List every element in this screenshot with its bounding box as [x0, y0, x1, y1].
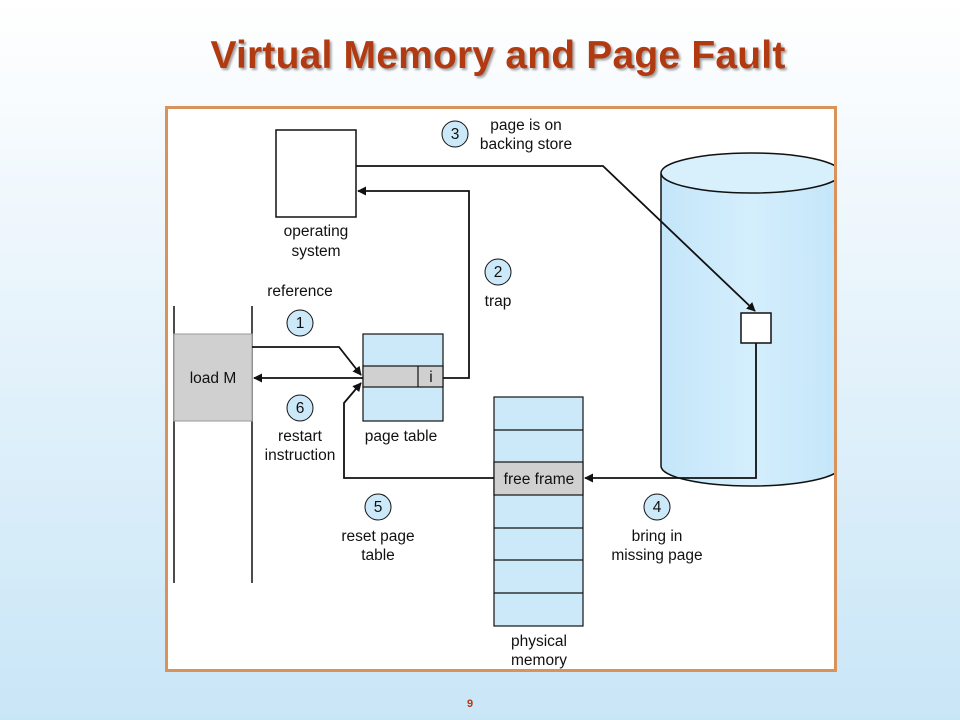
step-1-label: reference [267, 283, 332, 300]
os-label-line2: system [291, 243, 340, 260]
arrow-reference [252, 346, 362, 376]
arrow-reset-page-table [343, 382, 494, 479]
arrow-trap [357, 186, 470, 379]
step-4: 4 bring in missing page [611, 493, 703, 564]
step-5-number: 5 [374, 499, 383, 516]
step-4-label-line1: bring in [632, 528, 683, 545]
free-frame [493, 461, 584, 496]
diagram-frame: operating system load M i page table fre… [165, 106, 837, 672]
invalid-bit-label: i [429, 369, 432, 386]
step-2-number: 2 [494, 264, 503, 281]
step-3-label-line2: backing store [480, 136, 572, 153]
step-6-label-line1: restart [278, 428, 323, 445]
step-3-label-line1: page is on [490, 117, 562, 134]
step-2-label: trap [485, 293, 512, 310]
step-1: 1 reference [267, 283, 333, 337]
missing-page-block [740, 312, 772, 344]
page-fault-diagram: operating system load M i page table fre… [173, 117, 834, 669]
page-table-entry [362, 365, 444, 388]
step-3-number: 3 [451, 126, 460, 143]
step-4-number: 4 [653, 499, 662, 516]
step-6: 6 restart instruction [265, 394, 336, 464]
step-5-label-line1: reset page [341, 528, 414, 545]
slide-title: Virtual Memory and Page Fault [210, 34, 786, 77]
step-5: 5 reset page table [341, 493, 415, 564]
operating-system-box [275, 129, 357, 218]
load-m-instruction-box [173, 333, 253, 422]
step-3: 3 page is on backing store [441, 117, 572, 153]
step-6-number: 6 [296, 400, 305, 417]
step-4-label-line2: missing page [611, 547, 702, 564]
step-5-label-line2: table [361, 547, 395, 564]
step-6-label-line2: instruction [265, 447, 336, 464]
page-table [362, 333, 444, 422]
os-label-line1: operating [284, 223, 349, 240]
physical-memory-label-line2: memory [511, 652, 567, 669]
physical-memory [493, 396, 584, 627]
step-2: 2 trap [484, 258, 512, 310]
page-table-label: page table [365, 428, 437, 445]
page-number: 9 [466, 698, 474, 710]
physical-memory-label-line1: physical [511, 633, 567, 650]
step-1-number: 1 [296, 315, 305, 332]
free-frame-label: free frame [504, 471, 575, 488]
arrow-backing-store [356, 165, 756, 312]
arrow-bring-in-page [584, 343, 757, 483]
load-m-label: load M [190, 370, 237, 387]
